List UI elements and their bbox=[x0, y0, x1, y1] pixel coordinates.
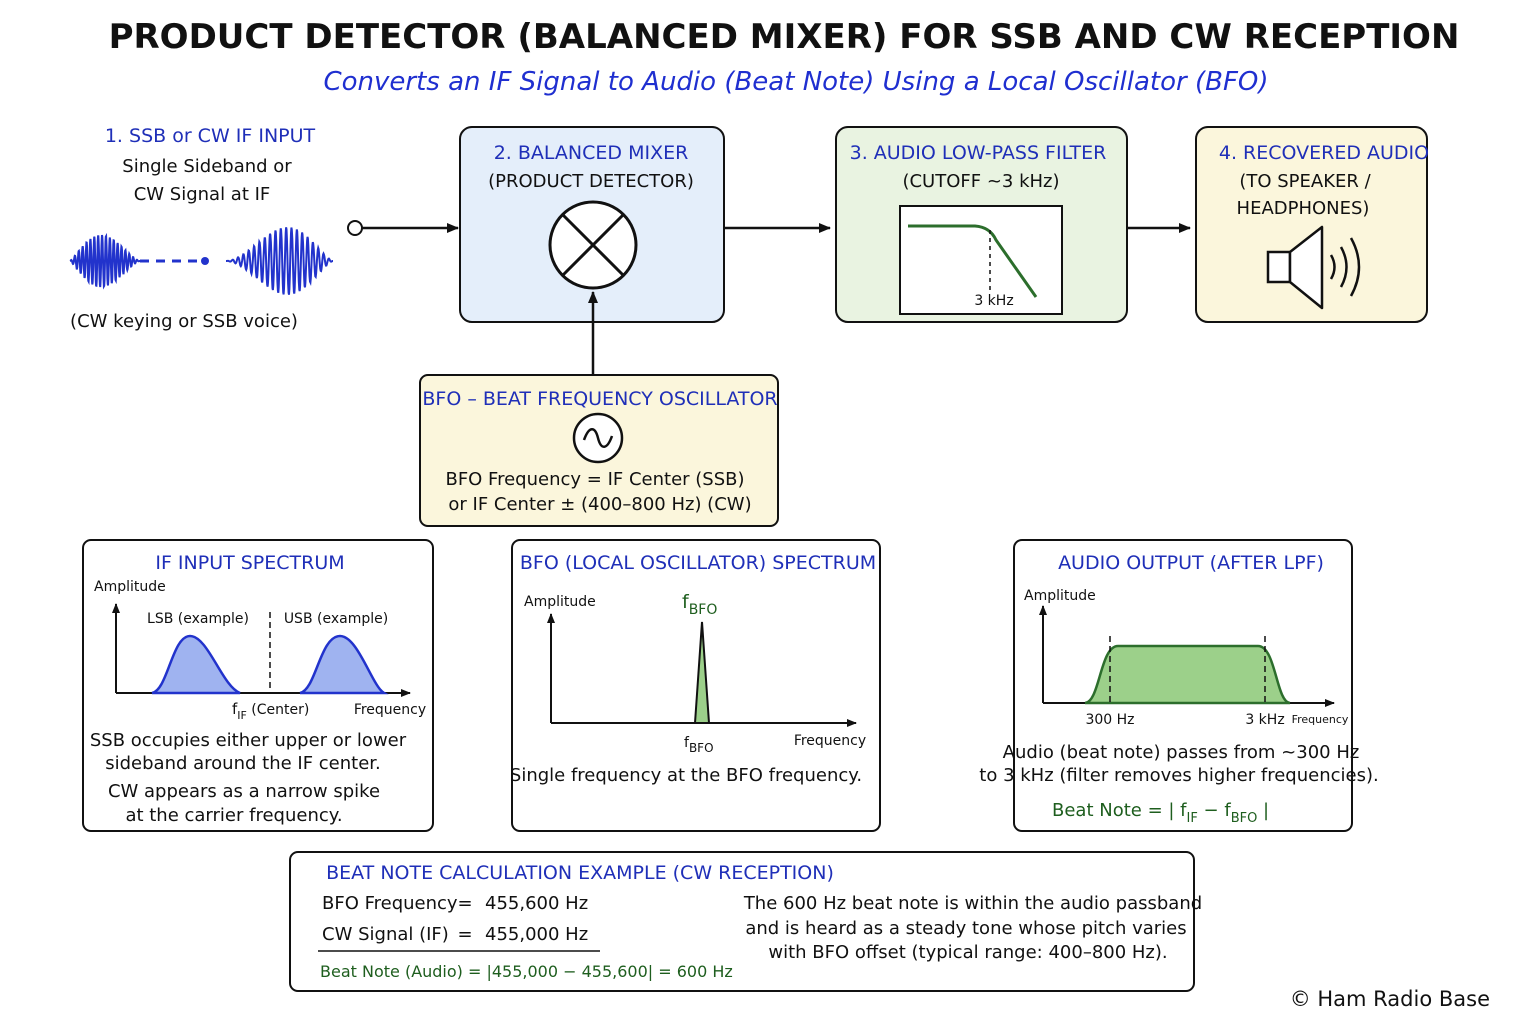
audio-desc2: to 3 kHz (filter removes higher frequenc… bbox=[979, 765, 1378, 786]
audio-line1: (TO SPEAKER / bbox=[1239, 171, 1371, 192]
input-caption: (CW keying or SSB voice) bbox=[70, 311, 298, 332]
input-terminal bbox=[347, 220, 363, 236]
audio-low-label: 300 Hz bbox=[1085, 712, 1134, 728]
example-note1: The 600 Hz beat note is within the audio… bbox=[743, 893, 1202, 914]
if-spectrum-xlabel: Frequency bbox=[354, 702, 426, 718]
lpf-subtitle: (CUTOFF ~3 kHz) bbox=[902, 171, 1059, 192]
recovered-audio-block: 4. RECOVERED AUDIO (TO SPEAKER / HEADPHO… bbox=[1195, 126, 1429, 323]
bfo-peak-label: fBFO bbox=[682, 591, 717, 618]
bfo-block: BFO – BEAT FREQUENCY OSCILLATOR BFO Freq… bbox=[419, 374, 779, 527]
usb-lobe bbox=[299, 634, 389, 695]
audio-desc1: Audio (beat note) passes from ~300 Hz bbox=[1003, 742, 1360, 763]
beat-note-example-panel: BEAT NOTE CALCULATION EXAMPLE (CW RECEPT… bbox=[289, 851, 1202, 992]
if-desc2: sideband around the IF center. bbox=[105, 753, 381, 774]
example-row1-label: BFO Frequency bbox=[322, 893, 458, 914]
audio-title: 4. RECOVERED AUDIO bbox=[1219, 142, 1429, 164]
if-desc1: SSB occupies either upper or lower bbox=[90, 730, 407, 751]
page-subtitle: Converts an IF Signal to Audio (Beat Not… bbox=[323, 67, 1268, 97]
page-title: PRODUCT DETECTOR (BALANCED MIXER) FOR SS… bbox=[109, 17, 1460, 57]
cw-burst-waveform bbox=[69, 232, 141, 290]
lpf-cutoff-label: 3 kHz bbox=[974, 293, 1013, 309]
input-line2: CW Signal at IF bbox=[134, 184, 271, 205]
example-frame bbox=[289, 851, 1195, 992]
mixer-symbol-icon bbox=[548, 200, 638, 290]
bfo-spectrum-frame bbox=[511, 539, 881, 832]
example-row1-eq: = bbox=[457, 893, 472, 914]
audio-spectrum-xlabel: Frequency bbox=[1292, 713, 1349, 726]
bfo-title: BFO – BEAT FREQUENCY OSCILLATOR bbox=[422, 388, 777, 410]
lsb-label: LSB (example) bbox=[147, 611, 249, 627]
audio-box bbox=[1195, 126, 1428, 323]
input-title: 1. SSB or CW IF INPUT bbox=[105, 125, 316, 147]
bfo-line1: BFO Frequency = IF Center (SSB) bbox=[445, 469, 744, 490]
lpf-response-curve bbox=[908, 224, 1038, 298]
if-spectrum-ylabel: Amplitude bbox=[94, 579, 166, 595]
example-row2-eq: = bbox=[457, 924, 472, 945]
mixer-subtitle: (PRODUCT DETECTOR) bbox=[488, 171, 694, 192]
if-spectrum-title: IF INPUT SPECTRUM bbox=[155, 552, 344, 574]
audio-high-label: 3 kHz bbox=[1245, 712, 1284, 728]
example-row2-label: CW Signal (IF) bbox=[322, 924, 449, 945]
example-result: Beat Note (Audio) = |455,000 − 455,600| … bbox=[320, 962, 733, 981]
if-desc3: CW appears as a narrow spike bbox=[108, 781, 380, 802]
gap-dot bbox=[201, 257, 209, 265]
example-note2: and is heard as a steady tone whose pitc… bbox=[745, 918, 1186, 939]
lsb-lobe bbox=[151, 634, 241, 695]
lpf-title: 3. AUDIO LOW-PASS FILTER bbox=[850, 142, 1107, 164]
bfo-axis-label: fBFO bbox=[684, 735, 714, 755]
low-pass-filter-block: 3. AUDIO LOW-PASS FILTER (CUTOFF ~3 kHz)… bbox=[835, 126, 1128, 323]
balanced-mixer-block: 2. BALANCED MIXER (PRODUCT DETECTOR) bbox=[459, 126, 725, 323]
speaker-icon bbox=[1266, 225, 1361, 310]
usb-label: USB (example) bbox=[284, 611, 388, 627]
bfo-spectrum-desc: Single frequency at the BFO frequency. bbox=[510, 765, 862, 786]
bfo-line2: or IF Center ± (400–800 Hz) (CW) bbox=[448, 494, 751, 515]
audio-line2: HEADPHONES) bbox=[1237, 198, 1370, 219]
if-input-section: 1. SSB or CW IF INPUT Single Sideband or… bbox=[69, 125, 334, 332]
audio-spectrum-panel: AUDIO OUTPUT (AFTER LPF) Amplitude 300 H… bbox=[979, 539, 1379, 832]
mixer-title: 2. BALANCED MIXER bbox=[494, 142, 689, 164]
if-spectrum-panel: IF INPUT SPECTRUM Amplitude LSB (example… bbox=[82, 539, 434, 832]
beat-note-formula: Beat Note = | fIF − fBFO | bbox=[1052, 800, 1269, 826]
bfo-spectrum-xlabel: Frequency bbox=[794, 733, 866, 749]
audio-spectrum-ylabel: Amplitude bbox=[1024, 588, 1096, 604]
example-row1-value: 455,600 Hz bbox=[485, 893, 588, 914]
audio-passband bbox=[1084, 644, 1291, 705]
if-desc4: at the carrier frequency. bbox=[125, 805, 342, 826]
input-line1: Single Sideband or bbox=[122, 156, 292, 177]
example-note3: with BFO offset (typical range: 400–800 … bbox=[768, 942, 1167, 963]
example-title: BEAT NOTE CALCULATION EXAMPLE (CW RECEPT… bbox=[326, 862, 834, 884]
audio-spectrum-title: AUDIO OUTPUT (AFTER LPF) bbox=[1058, 552, 1324, 574]
if-spectrum-frame bbox=[82, 539, 434, 832]
copyright-footer: © Ham Radio Base bbox=[1290, 987, 1490, 1011]
oscillator-icon bbox=[572, 412, 624, 464]
bfo-spike bbox=[693, 621, 711, 724]
if-center-label: fIF (Center) bbox=[232, 700, 309, 722]
bfo-spectrum-panel: BFO (LOCAL OSCILLATOR) SPECTRUM Amplitud… bbox=[510, 539, 881, 832]
ssb-voice-waveform bbox=[226, 227, 334, 295]
example-row2-value: 455,000 Hz bbox=[485, 924, 588, 945]
bfo-spectrum-ylabel: Amplitude bbox=[524, 594, 596, 610]
bfo-spectrum-title: BFO (LOCAL OSCILLATOR) SPECTRUM bbox=[520, 552, 876, 574]
